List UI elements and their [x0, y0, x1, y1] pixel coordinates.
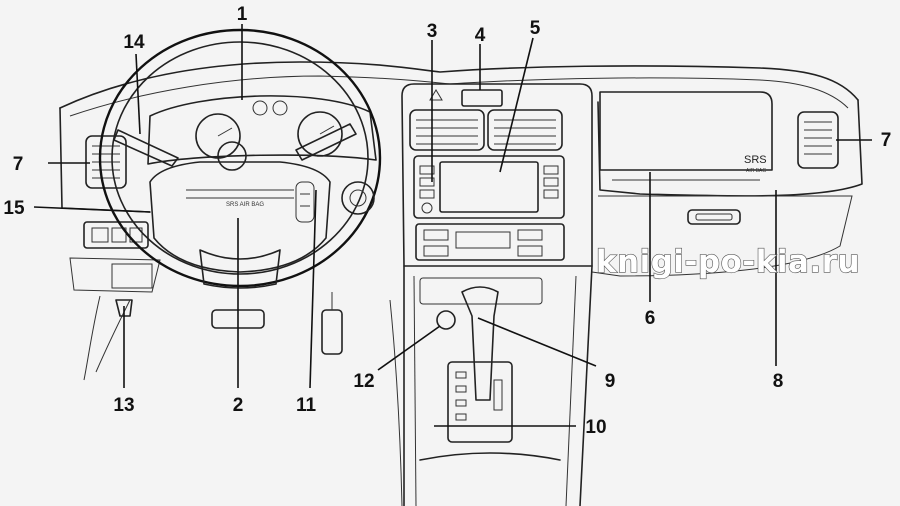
callout-6: 6 [645, 308, 656, 329]
lower-left-panel [69, 257, 161, 293]
callout-9: 9 [605, 371, 616, 392]
steering-wheel-hub [149, 161, 331, 273]
speedometer-needle [217, 127, 233, 137]
center-right-vent [487, 109, 563, 151]
center-left-vent [409, 109, 485, 151]
steering-wheel-rim [98, 28, 382, 288]
glovebox-handle [687, 209, 741, 225]
callout-7-right: 7 [881, 130, 892, 151]
hood-release [115, 299, 133, 317]
wiper-switch-right [295, 123, 357, 161]
console-tray [419, 277, 543, 305]
watermark: knigi-po-kia.ru [596, 244, 860, 280]
callout-10: 10 [585, 417, 606, 438]
wheel-hub-label: SRS AIR BAG [226, 202, 264, 208]
fuse-box-cover [111, 263, 153, 289]
steering-column [217, 141, 247, 171]
glovebox-handle-grip [695, 213, 733, 221]
combination-switch-left [113, 129, 179, 167]
armrest [419, 452, 561, 461]
accelerator-pedal [321, 309, 343, 355]
callout-4: 4 [475, 25, 486, 46]
audio-buttons [419, 165, 559, 214]
callout-11: 11 [296, 395, 317, 416]
callout-7-left: 7 [13, 154, 24, 175]
left-knee-panel [83, 295, 101, 381]
callout-labels: 1 2 3 4 5 6 7 7 8 9 10 11 12 13 14 15 [3, 4, 891, 438]
shift-gate [447, 361, 513, 443]
footwell-left [95, 299, 131, 373]
right-air-vent [797, 111, 839, 169]
hub-horn-pad [186, 189, 294, 199]
tachometer [297, 111, 343, 157]
warning-lights [252, 100, 288, 116]
steering-wheel-rim-inner [111, 41, 369, 275]
left-vent-louvers [92, 145, 120, 179]
callout-1: 1 [237, 4, 248, 25]
console-inner-right [565, 275, 577, 506]
right-vent-louvers [804, 121, 832, 155]
callout-leaders [33, 24, 872, 427]
left-switch-panel [83, 221, 149, 249]
center-console-outline [403, 265, 593, 506]
callout-3: 3 [427, 21, 438, 42]
callout-13: 13 [113, 395, 134, 416]
audio-unit [413, 155, 565, 219]
left-air-vent [85, 135, 127, 189]
callout-8: 8 [773, 371, 784, 392]
left-switches [91, 227, 143, 243]
footwell-right [389, 299, 403, 506]
center-stack-outline [401, 83, 593, 267]
instrument-cluster-hood [147, 95, 377, 165]
tachometer-needle [319, 125, 335, 135]
cruise-control-buttons [295, 181, 315, 223]
dashboard-right-face [597, 99, 863, 197]
shift-lever [461, 286, 499, 401]
callout-12: 12 [353, 371, 374, 392]
shift-position-indicators [455, 371, 503, 421]
passenger-airbag-panel [599, 91, 773, 171]
climate-control-panel [415, 223, 565, 261]
hazard-button [429, 89, 443, 101]
console-inner-left [413, 275, 417, 506]
callout-14: 14 [123, 32, 145, 53]
airbag-sublabel: AIR BAG [746, 168, 766, 174]
callout-15: 15 [3, 198, 25, 219]
callout-5: 5 [530, 18, 541, 39]
steering-wheel-bottom-spoke [199, 249, 281, 289]
ignition-switch [341, 181, 375, 215]
glovebox-panel [591, 195, 853, 277]
airbag-label: SRS [744, 154, 767, 166]
cigarette-lighter [436, 310, 456, 330]
clock [461, 89, 503, 107]
audio-display [439, 161, 539, 213]
center-vent-louvers [416, 119, 556, 145]
callout-2: 2 [233, 395, 244, 416]
ignition-key-slot [349, 189, 367, 207]
dashboard-top-edge [59, 61, 859, 109]
climate-controls [423, 229, 543, 257]
